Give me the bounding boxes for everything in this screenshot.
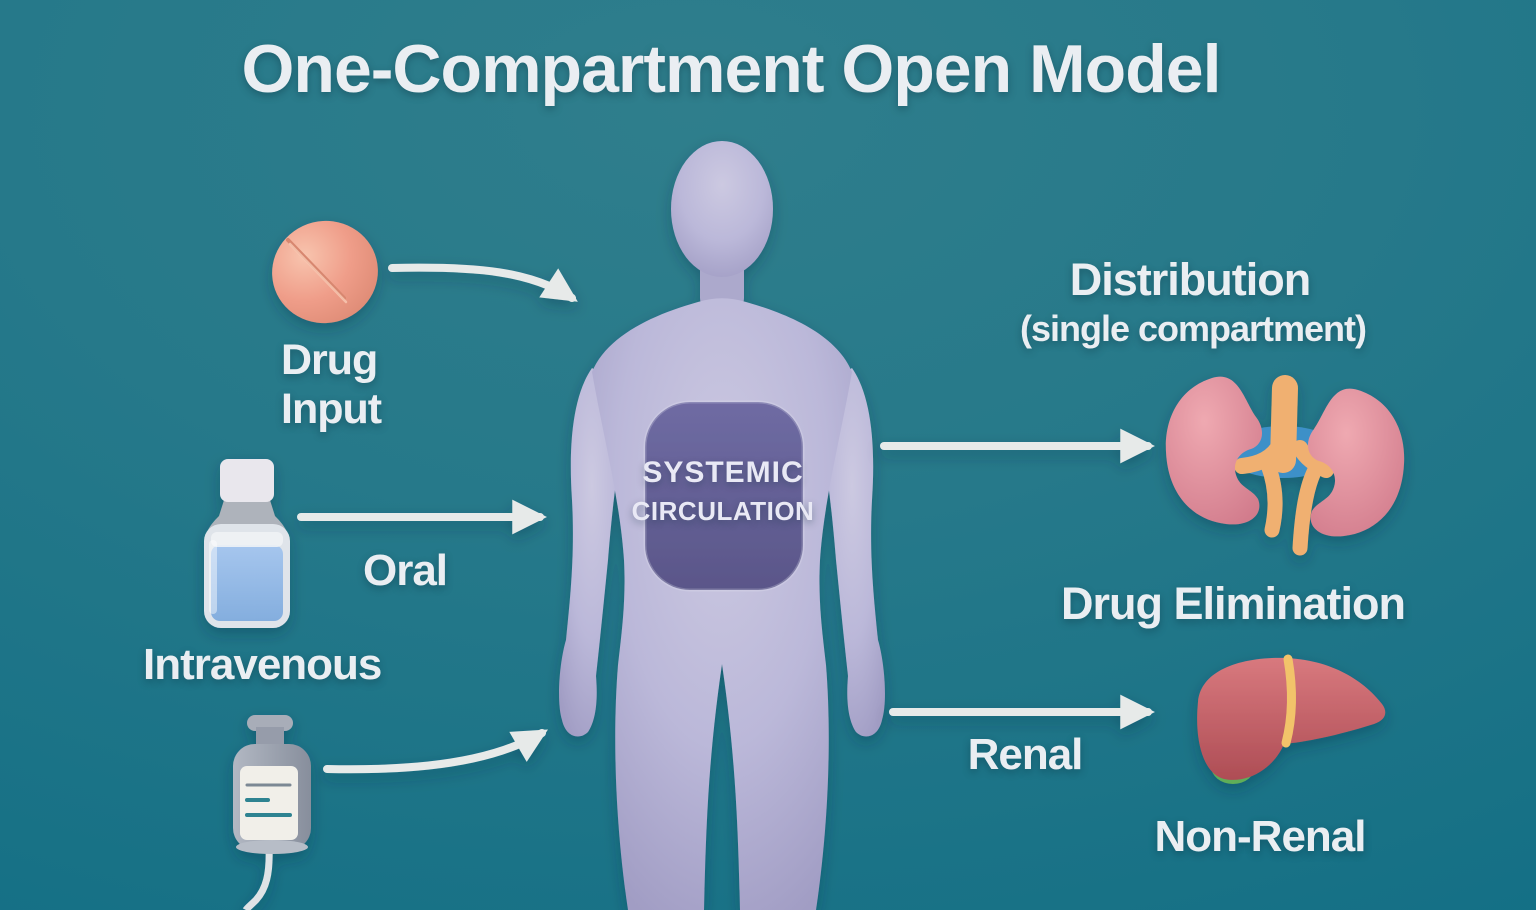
systemic-circulation-line2: CIRCULATION [631, 496, 815, 526]
human-body-figure [559, 141, 885, 910]
systemic-circulation-panel [643, 400, 805, 592]
intravenous-label: Intravenous [143, 640, 382, 689]
renal-label: Renal [967, 730, 1084, 779]
distribution-sub-label: (single compartment) [1019, 308, 1367, 349]
pill-score-line [286, 238, 346, 300]
arrow-intravenous [323, 729, 548, 774]
diagram-title: One-Compartment Open Model [241, 31, 1222, 107]
kidney-right [1307, 388, 1405, 537]
iv-tube [242, 847, 273, 910]
drug-input-line1: Drug [281, 336, 378, 384]
medicine-bottle-icon [204, 459, 290, 628]
kidney-left [1165, 376, 1263, 525]
figure-head [671, 141, 773, 277]
iv-drip-vial-icon [233, 715, 311, 910]
iv-label [240, 766, 298, 840]
systemic-circulation-line1: SYSTEMIC [642, 456, 804, 489]
oral-label: Oral [362, 546, 448, 595]
kidneys-icon [1165, 375, 1405, 556]
kidney-ureters [1234, 375, 1334, 556]
tablet-pill-icon [272, 220, 378, 324]
figure-right-arm [819, 368, 885, 737]
liver-ligament-band [1281, 654, 1296, 748]
drug-input-line2: Input [281, 385, 382, 433]
figure-torso-legs [592, 298, 852, 910]
distribution-label: Distribution [1069, 254, 1311, 305]
drug-input-label: Drug Input [281, 336, 382, 434]
figure-left-arm [559, 368, 625, 737]
non-renal-label: Non-Renal [1154, 812, 1367, 861]
liver-icon [1197, 654, 1386, 784]
arrow-drug-input [388, 263, 578, 302]
bottle-cap [220, 459, 274, 502]
bottle-liquid [211, 545, 283, 621]
drug-elimination-label: Drug Elimination [1061, 578, 1406, 629]
